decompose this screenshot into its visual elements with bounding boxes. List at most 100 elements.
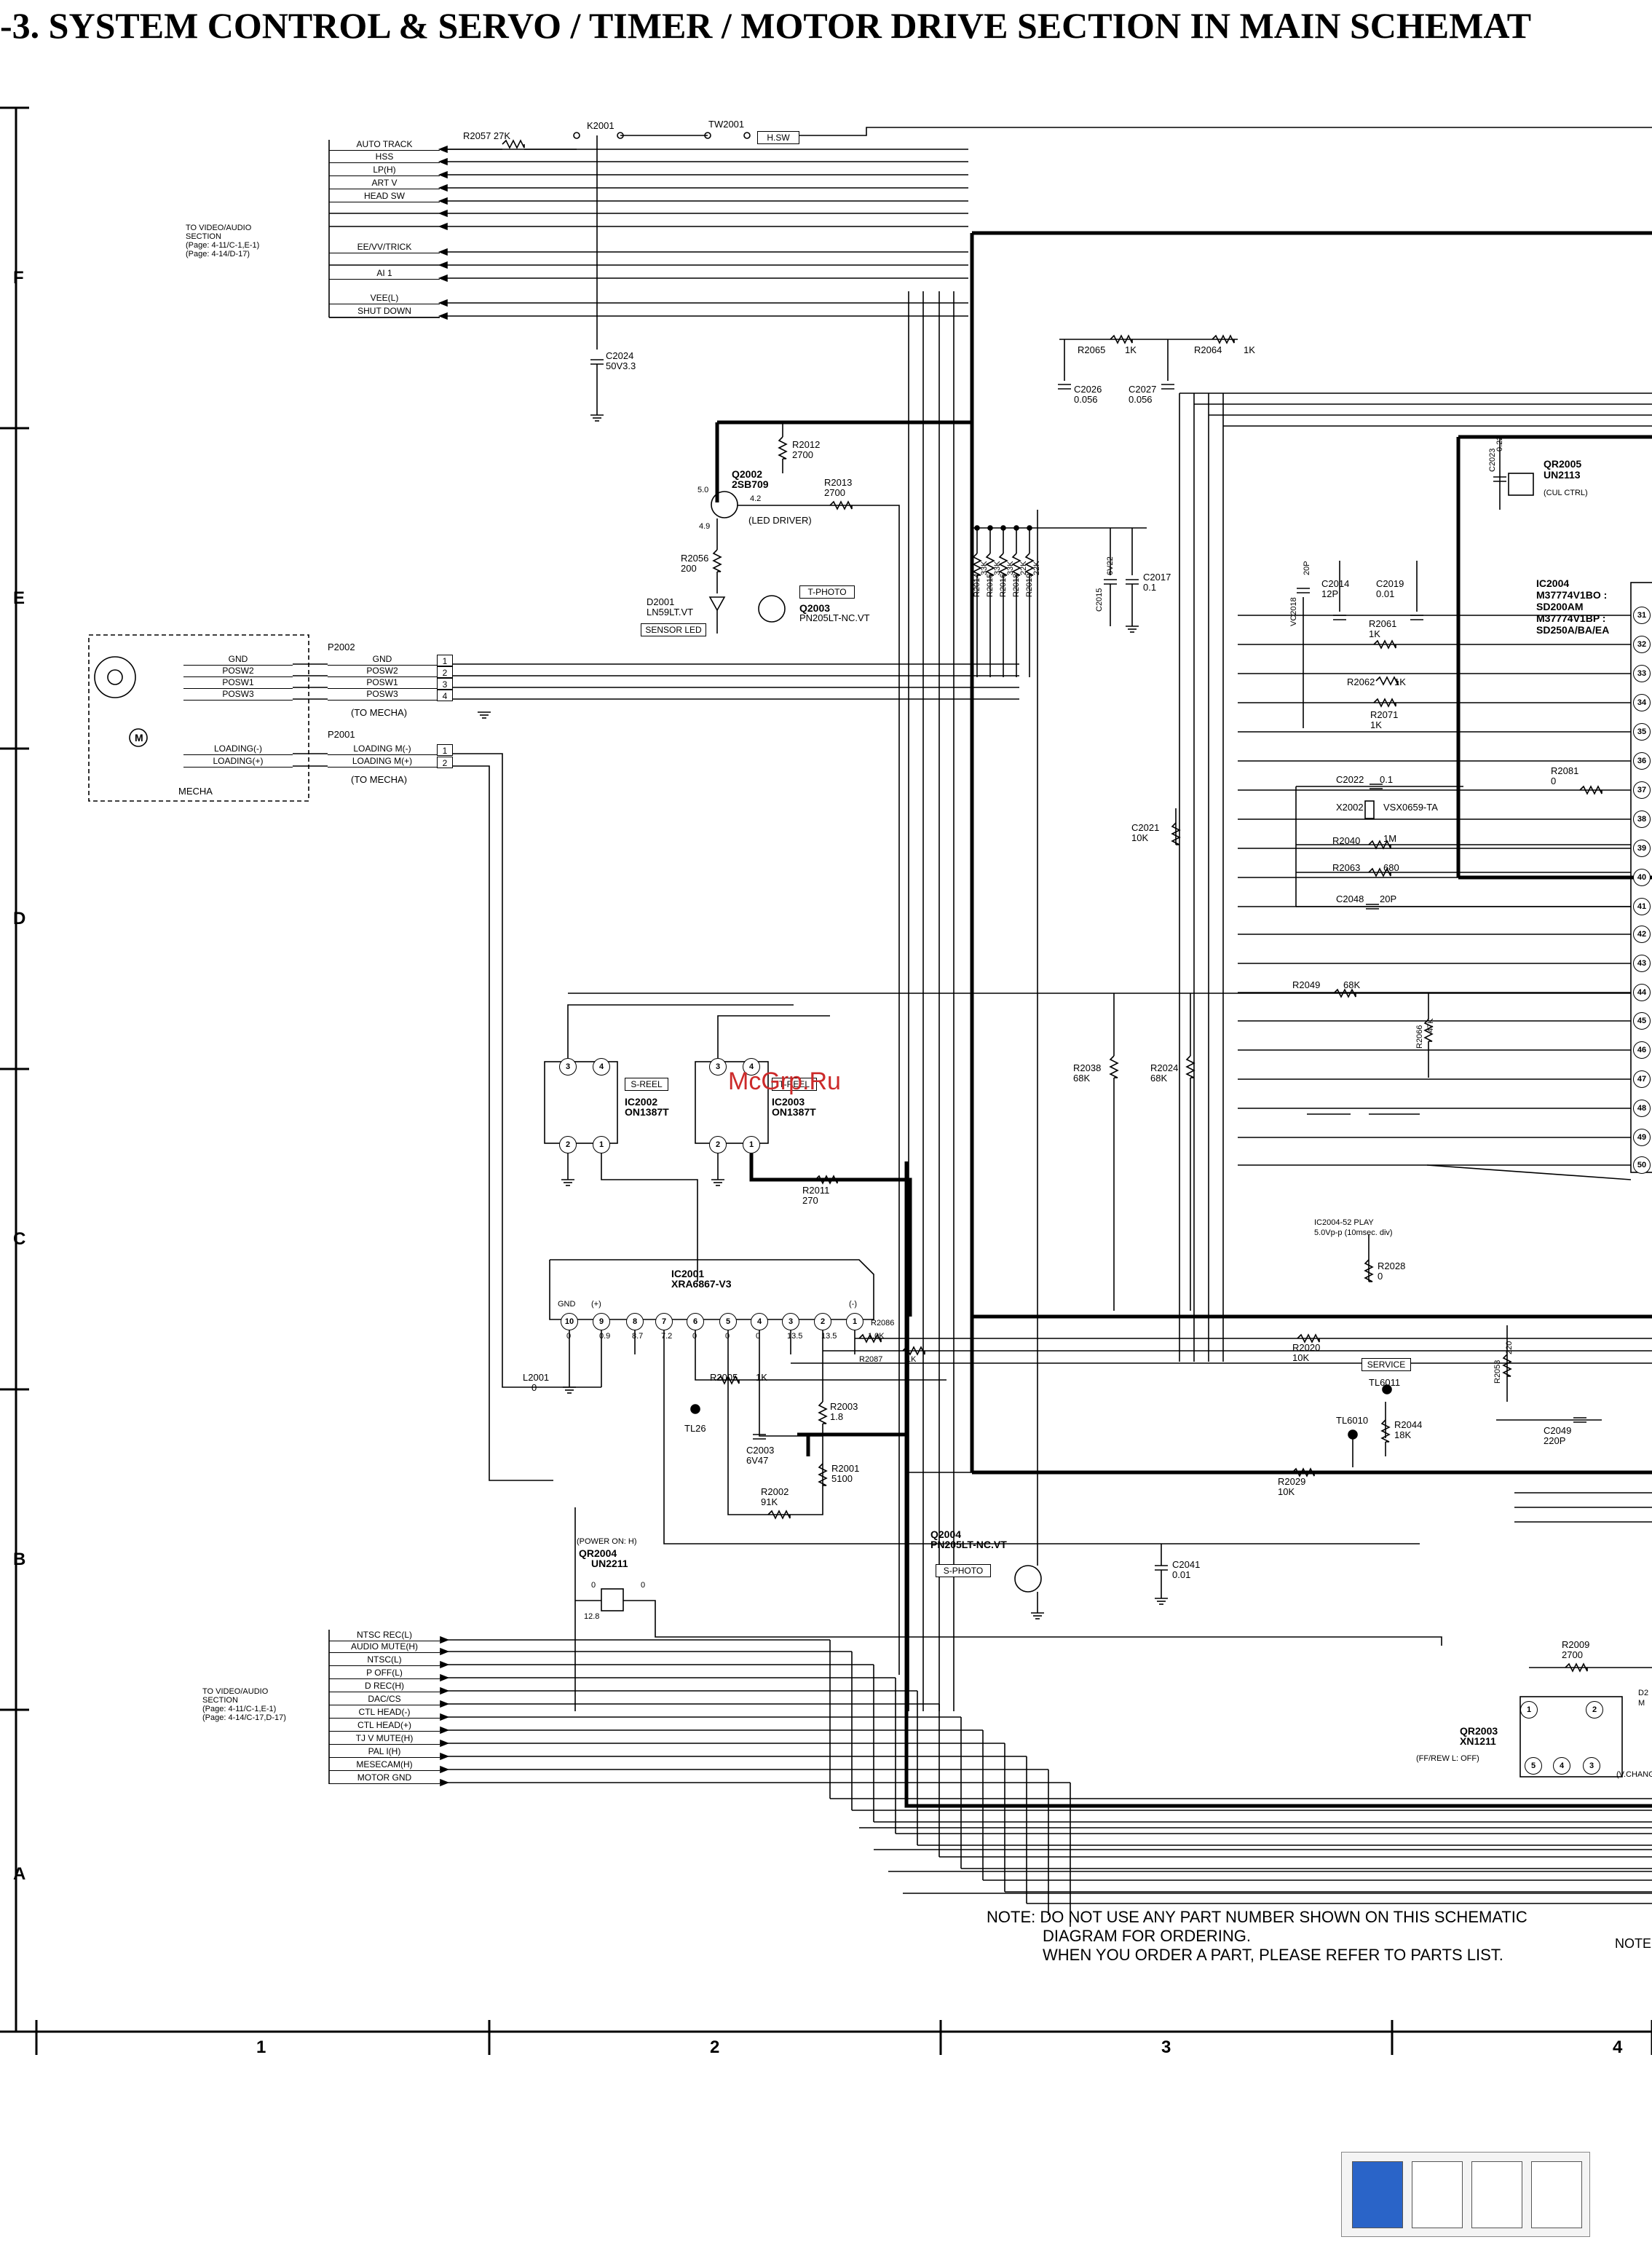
- mecha-signal-tab: POSW1: [183, 677, 293, 689]
- ic2004-pin-43: 43: [1633, 955, 1651, 972]
- ic2002-body: [544, 1061, 618, 1144]
- d2001-part: LN59LT.VT: [647, 607, 694, 618]
- wire: [749, 1153, 912, 1317]
- resistor-r2012: [778, 436, 788, 459]
- grid-row-label-A: A: [13, 1864, 26, 1884]
- right-edge-label: D2: [1638, 1689, 1649, 1697]
- component-symbols: [88, 132, 1652, 1787]
- r2040-value: 1M: [1383, 833, 1397, 844]
- qr2003-label: QR2003: [1460, 1725, 1498, 1737]
- r2024-value: 68K: [1150, 1073, 1168, 1084]
- wire: [695, 1354, 946, 1381]
- p2001-pin: 2: [437, 757, 453, 768]
- r2066-label: R2066: [1415, 1025, 1424, 1049]
- ic2004-pin-47: 47: [1633, 1070, 1651, 1088]
- r2049-label: R2049: [1292, 979, 1321, 990]
- page-thumbnail-1[interactable]: [1352, 2161, 1403, 2228]
- wire: [798, 127, 1652, 136]
- ic2001-gnd-label: GND: [558, 1300, 576, 1309]
- qr2004-part: UN2211: [591, 1558, 628, 1569]
- ic2001-pin-voltage: 8.7: [632, 1332, 644, 1341]
- grid-row-label-E: E: [13, 588, 25, 608]
- grid-row-label-B: B: [13, 1550, 26, 1569]
- tl26-label: TL26: [684, 1423, 706, 1434]
- r-bank-value: 22K: [1032, 561, 1041, 575]
- k2001-label: K2001: [587, 120, 614, 131]
- resistor-r2057: [502, 139, 525, 149]
- page-thumbnail-strip[interactable]: [1341, 2152, 1590, 2237]
- ic2001-pin-voltage: 0: [566, 1332, 572, 1341]
- qr2003-note: (FF/REW L: OFF): [1416, 1754, 1479, 1763]
- qr2004-voltage: 0: [641, 1581, 646, 1590]
- resistor-r2062: [1375, 676, 1399, 686]
- r2056-label: R2056: [681, 553, 709, 564]
- c2021-label: C2021: [1131, 822, 1160, 833]
- loading-motor-symbol: [129, 728, 148, 747]
- r-bank-label: R2018: [1012, 573, 1021, 597]
- ic2001-label: IC2001: [671, 1268, 705, 1279]
- r2029-value: 10K: [1278, 1486, 1295, 1497]
- wire: [727, 1354, 823, 1515]
- section-reference: TO VIDEO/AUDIO: [202, 1687, 269, 1696]
- r2002-label: R2002: [761, 1486, 789, 1497]
- r2005-value: 1K: [756, 1372, 767, 1383]
- signal-arrow: [440, 1700, 450, 1708]
- t-photo-tag: T-PHOTO: [799, 585, 855, 599]
- c2024-label: C2024: [606, 350, 634, 361]
- thick-bus-wiring: [715, 231, 1652, 1808]
- ic2004-pin-40: 40: [1633, 869, 1651, 886]
- signal-tab: EE/VV/TRICK: [329, 242, 440, 253]
- resistor-r2081: [1579, 785, 1602, 795]
- wire: [663, 1354, 1420, 1544]
- signal-arrow: [438, 312, 448, 320]
- resistor-bank-1: [985, 553, 995, 576]
- reel-sensor-pin: 3: [559, 1058, 577, 1076]
- note-line-1: NOTE: DO NOT USE ANY PART NUMBER SHOWN O…: [987, 1908, 1527, 1926]
- r2061-label: R2061: [1369, 618, 1397, 629]
- c2026-value: 0.056: [1074, 394, 1098, 405]
- r2081-value: 0: [1551, 776, 1557, 786]
- c2017-value: 0.1: [1143, 582, 1157, 593]
- led-driver-label: (LED DRIVER): [748, 515, 812, 526]
- r2012-value: 2700: [792, 449, 813, 460]
- grid-row-label-C: C: [13, 1229, 26, 1249]
- x2002-label: X2002: [1336, 802, 1364, 813]
- section-reference: TO VIDEO/AUDIO: [186, 224, 252, 232]
- ic2004-pin-33: 33: [1633, 665, 1651, 682]
- mecha-outline: [88, 634, 309, 802]
- qr2003-pin-2: 2: [1586, 1701, 1603, 1719]
- ic2001-body: [549, 1259, 874, 1320]
- qr2004-voltage: 12.8: [584, 1612, 600, 1621]
- page-thumbnail-2[interactable]: [1412, 2161, 1463, 2228]
- ic2001-pin-voltage: 0: [725, 1332, 730, 1341]
- reel-sensor-pin: 1: [743, 1136, 760, 1153]
- resistor-r2086: [858, 1333, 882, 1344]
- p2002-label: P2002: [328, 642, 355, 652]
- c2049-label: C2049: [1544, 1425, 1572, 1436]
- ic2004-pin-34: 34: [1633, 694, 1651, 711]
- ic2001-pin-4: 4: [751, 1313, 768, 1330]
- page-thumbnail-3[interactable]: [1471, 2161, 1522, 2228]
- c2021-value: 10K: [1131, 832, 1149, 843]
- r2003-label: R2003: [830, 1401, 858, 1412]
- h-sw-tag: H.SW: [757, 131, 799, 144]
- r-bank-label: R2019: [1025, 573, 1034, 597]
- q2003-part: PN205LT-NC.VT: [799, 612, 870, 623]
- signal-tab: DAC/CS: [329, 1694, 440, 1705]
- junction-dot: [974, 525, 980, 531]
- transistor-qr2004: [601, 1588, 624, 1611]
- qr2005-part: UN2113: [1544, 469, 1581, 481]
- resistor-bank-3: [1011, 553, 1021, 576]
- l2001-label: L2001: [523, 1372, 550, 1383]
- r2028-value: 0: [1378, 1271, 1383, 1282]
- mecha-signal-tab: GND: [183, 654, 293, 666]
- sensor-led-tag: SENSOR LED: [641, 623, 706, 636]
- vc2018-label: VC2018: [1289, 597, 1298, 626]
- reel-sensor-pin: 4: [593, 1058, 610, 1076]
- grid-column-label-2: 2: [710, 2037, 720, 2057]
- r2013-label: R2013: [824, 477, 853, 488]
- page-thumbnail-4[interactable]: [1531, 2161, 1582, 2228]
- note-line-2: DIAGRAM FOR ORDERING.: [1043, 1927, 1252, 1945]
- section-reference: SECTION: [202, 1696, 238, 1705]
- r2002-value: 91K: [761, 1496, 778, 1507]
